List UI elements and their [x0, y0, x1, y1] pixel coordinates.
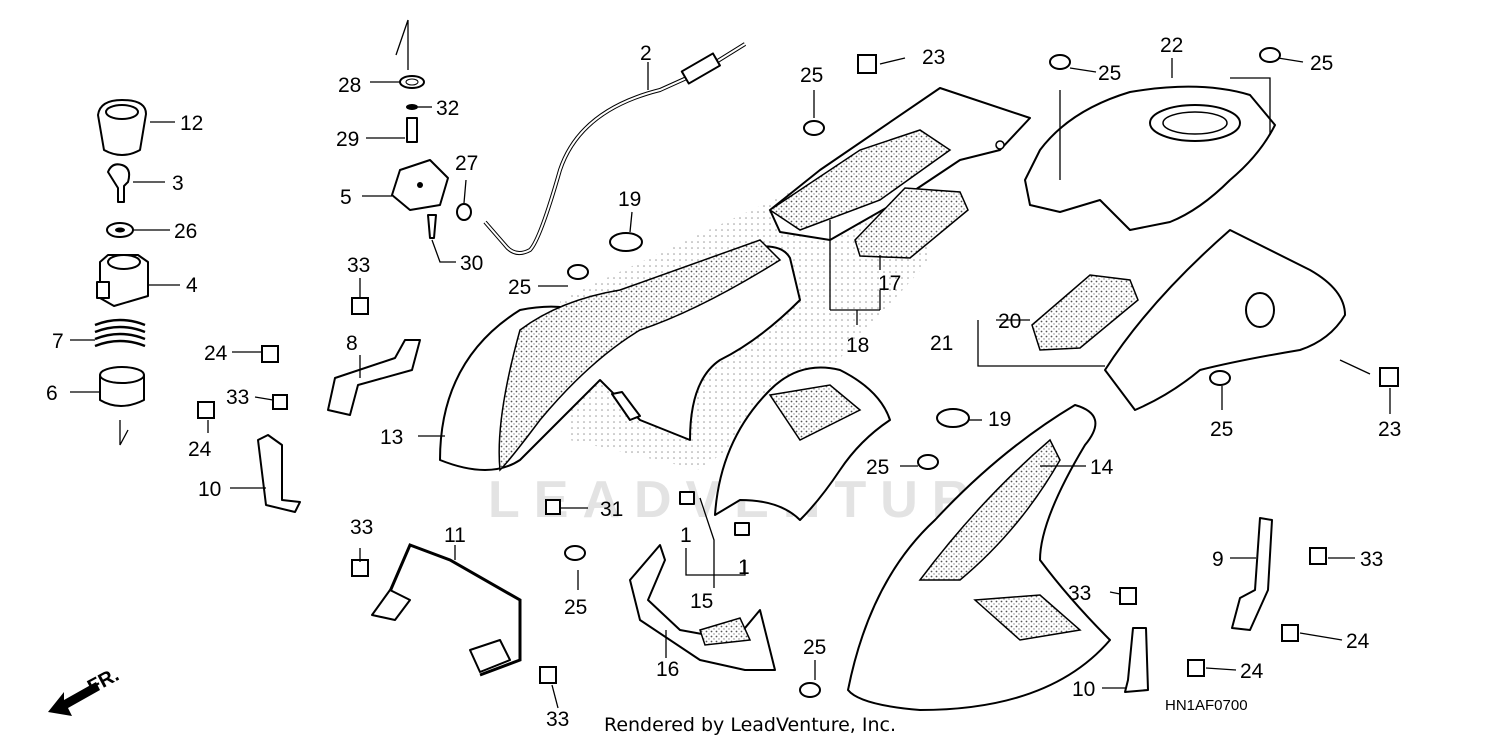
part-30-screw — [427, 214, 437, 239]
callout-25d: 25 — [1310, 52, 1333, 75]
callout-18: 18 — [846, 334, 869, 357]
callout-24d: 24 — [1240, 660, 1264, 683]
callout-21: 21 — [930, 332, 953, 355]
part-10a-bracket — [257, 434, 301, 513]
part-4-switch — [96, 254, 149, 307]
part-1a-clip — [679, 491, 695, 505]
callout-33d: 33 — [546, 708, 569, 731]
part-16-lower-cover — [629, 544, 776, 671]
callout-22: 22 — [1160, 34, 1183, 57]
headlight-cover — [714, 366, 891, 521]
callout-24a: 24 — [204, 342, 228, 365]
leader-6-stem — [119, 420, 129, 446]
part-29-bolt — [406, 117, 418, 143]
part-22-tank-cover — [1024, 85, 1276, 231]
callout-25h: 25 — [803, 636, 826, 659]
part-26-washer — [106, 222, 134, 238]
part-18-center-body — [768, 87, 1031, 241]
callout-11: 11 — [444, 524, 466, 547]
part-21-side-cover — [1104, 229, 1346, 411]
part-9-bracket — [1231, 517, 1273, 631]
part-12-cap — [97, 99, 147, 156]
callout-1b: 1 — [738, 556, 750, 579]
bolts — [197, 54, 1399, 684]
callout-15: 15 — [690, 590, 713, 613]
callout-16: 16 — [656, 658, 679, 681]
callout-33a: 33 — [347, 254, 370, 277]
callout-33e: 33 — [1360, 548, 1383, 571]
callout-2: 2 — [640, 42, 652, 65]
part-13-front-fender — [439, 239, 801, 472]
callout-32: 32 — [436, 97, 459, 120]
part-17-pad — [854, 187, 969, 259]
callout-25e: 25 — [1210, 418, 1233, 441]
callout-1a: 1 — [680, 524, 692, 547]
callout-4: 4 — [186, 274, 198, 297]
callout-13: 13 — [380, 426, 403, 449]
leader-lines — [70, 19, 1391, 709]
callout-10b: 10 — [1072, 678, 1095, 701]
callout-30: 30 — [460, 252, 483, 275]
callout-25b: 25 — [800, 64, 823, 87]
diagram-code: HN1AF0700 — [1165, 697, 1248, 714]
callout-labels: 28 2 32 29 27 5 30 12 3 26 4 7 6 33 8 24… — [46, 34, 1401, 731]
part-8-bracket — [327, 339, 421, 416]
callout-8: 8 — [346, 332, 358, 355]
callout-19a: 19 — [618, 188, 641, 211]
part-27-grommet — [456, 203, 472, 221]
callout-25c: 25 — [1098, 62, 1121, 85]
grommets — [609, 232, 970, 428]
callout-3: 3 — [172, 172, 184, 195]
callout-26: 26 — [174, 220, 197, 243]
part-6-cup — [99, 366, 145, 407]
callout-19b: 19 — [988, 408, 1011, 431]
callout-14: 14 — [1090, 456, 1114, 479]
part-2-cable — [483, 42, 747, 256]
callout-20: 20 — [998, 310, 1021, 333]
part-5-bracket — [391, 159, 449, 211]
callout-25a: 25 — [508, 276, 531, 299]
callout-25g: 25 — [564, 596, 587, 619]
callout-28: 28 — [338, 74, 361, 97]
part-10b-bracket — [1124, 627, 1149, 693]
part-7-spring — [94, 318, 146, 348]
front-arrow-icon: FR. — [48, 664, 123, 716]
callout-24c: 24 — [1346, 630, 1370, 653]
callout-5: 5 — [340, 186, 352, 209]
clips — [564, 47, 1281, 698]
part-28-oring — [399, 75, 425, 89]
callout-12: 12 — [180, 112, 203, 135]
callout-33c: 33 — [350, 516, 373, 539]
part-3-key — [107, 163, 131, 203]
callout-23b: 23 — [1378, 418, 1401, 441]
part-1b-clip — [734, 522, 750, 536]
callout-6: 6 — [46, 382, 58, 405]
footer-credit: Rendered by LeadVenture, Inc. — [603, 714, 897, 736]
callout-29: 29 — [336, 128, 359, 151]
callout-23a: 23 — [922, 46, 945, 69]
callout-27: 27 — [455, 152, 478, 175]
callout-25f: 25 — [866, 456, 889, 479]
callout-31: 31 — [600, 498, 623, 521]
part-20-pad — [1031, 274, 1139, 351]
callout-9: 9 — [1212, 548, 1224, 571]
callout-33f: 33 — [1068, 582, 1091, 605]
callout-33b: 33 — [226, 386, 249, 409]
part-11-stay — [371, 543, 522, 677]
callout-24b: 24 — [188, 438, 212, 461]
part-32-washer — [406, 104, 418, 110]
callout-10a: 10 — [198, 478, 221, 501]
callout-17: 17 — [878, 272, 901, 295]
part-14-rear-fender — [847, 404, 1111, 711]
callout-7: 7 — [52, 330, 64, 353]
